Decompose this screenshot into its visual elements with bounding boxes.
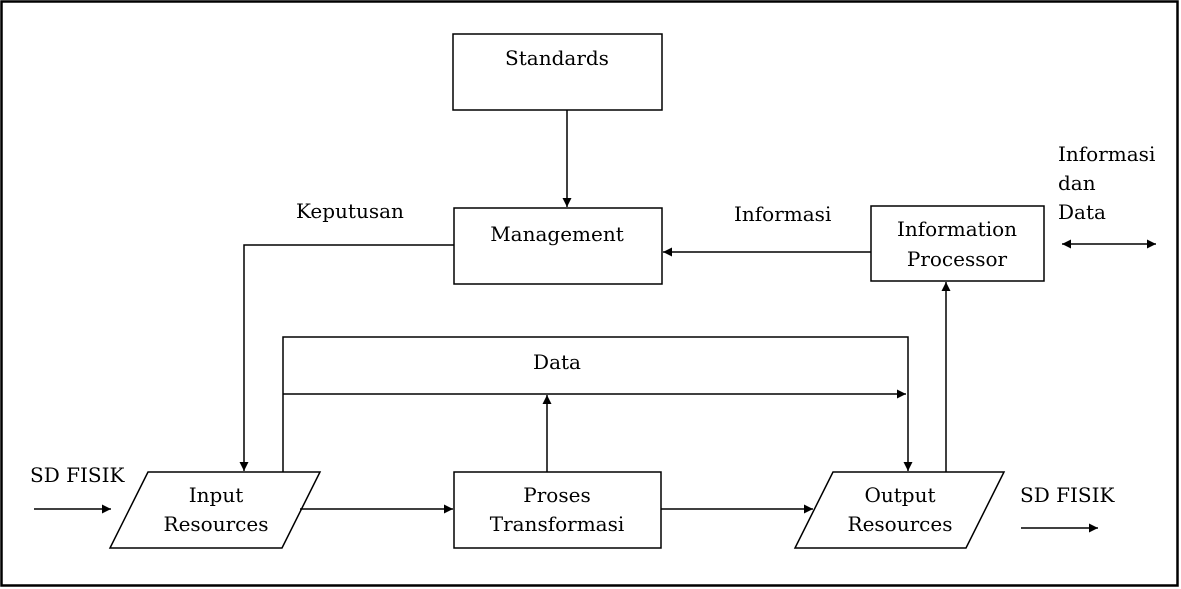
sd-fisik-out-label: SD FISIK (1020, 483, 1115, 507)
standards-label: Standards (505, 46, 609, 70)
informasi-label: Informasi (734, 202, 831, 226)
informasi-dan-data-label-line2: dan (1058, 171, 1096, 195)
keputusan-label: Keputusan (296, 199, 404, 223)
output-resources-parallelogram: Output Resources (793, 471, 1006, 549)
information-processor-label-line1: Information (897, 217, 1017, 241)
data-label: Data (533, 350, 581, 374)
information-processor-box: Information Processor (870, 205, 1045, 282)
output-resources-label-line1: Output (864, 483, 935, 507)
sd-fisik-in-label: SD FISIK (30, 463, 125, 487)
input-resources-parallelogram: Input Resources (108, 471, 322, 549)
proses-transformasi-label-line2: Transformasi (490, 512, 625, 536)
informasi-dan-data-label-line1: Informasi (1058, 142, 1155, 166)
keputusan-arrow (239, 244, 454, 471)
information-processor-label-line2: Processor (907, 247, 1008, 271)
proses-transformasi-label-line1: Proses (523, 483, 590, 507)
data-top-line (282, 336, 913, 472)
proses-transformasi-box: Proses Transformasi (453, 471, 662, 549)
informasi-dan-data-label-line3: Data (1058, 200, 1106, 224)
management-label: Management (490, 222, 624, 246)
standards-box: Standards (452, 33, 663, 111)
input-resources-label-line1: Input (189, 483, 244, 507)
input-resources-label-line2: Resources (164, 512, 269, 536)
output-resources-label-line2: Resources (848, 512, 953, 536)
management-box: Management (453, 207, 663, 285)
